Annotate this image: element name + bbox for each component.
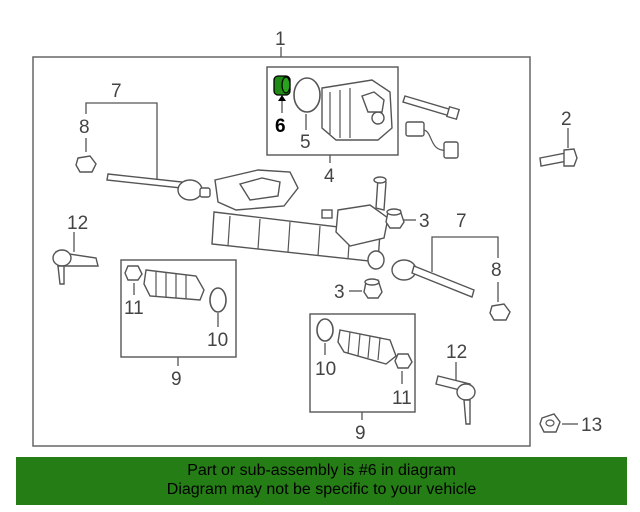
callout-6-arrow: [278, 95, 286, 101]
motor-housing: [321, 79, 393, 141]
callout-10-left: 10: [207, 330, 228, 351]
callout-9-left: 9: [171, 369, 182, 390]
part-3-lower-grommet: [363, 278, 383, 299]
motor-bolt: [402, 95, 461, 121]
callout-8-left: 8: [79, 117, 90, 138]
callout-4: 4: [324, 166, 335, 187]
part-12-left-tie-rod-end: [52, 249, 99, 285]
harness-connector: [405, 121, 459, 159]
part-8-right-nut: [489, 303, 511, 321]
callout-1: 1: [275, 29, 286, 50]
info-banner: Part or sub-assembly is #6 in diagram Di…: [16, 457, 627, 505]
callout-11-left: 11: [124, 298, 144, 319]
part-11-right-clamp: [394, 353, 413, 369]
callout-5: 5: [300, 132, 311, 153]
part-13-nut: [539, 413, 561, 433]
part-11-left-clamp: [124, 265, 143, 281]
callout-8-right: 8: [491, 260, 502, 281]
callout-10-right: 10: [315, 359, 336, 380]
part-7-left-inner-tie-rod: [106, 173, 211, 201]
part-boot-right: [337, 329, 397, 365]
callout-7-right: 7: [456, 211, 467, 232]
part-5-oring: [293, 77, 321, 113]
info-line-part: Part or sub-assembly is #6 in diagram: [187, 462, 456, 479]
part-12-right-tie-rod-end: [435, 375, 476, 425]
parts-diagram: 1 4 6 5 2 7 8: [32, 29, 602, 447]
part-3-upper-grommet: [385, 208, 405, 229]
rack-housing: [211, 169, 389, 270]
callout-13: 13: [581, 415, 602, 436]
callout-7-right-bracket: [431, 236, 499, 272]
part-10-left-clamp-ring: [209, 287, 227, 313]
callout-2: 2: [561, 109, 572, 130]
part-2-bolt: [539, 148, 578, 167]
callout-7-left: 7: [111, 81, 122, 102]
callout-3-lower: 3: [334, 282, 345, 303]
callout-11-right: 11: [392, 388, 412, 409]
callout-12-right: 12: [446, 342, 467, 363]
callout-3-upper: 3: [419, 211, 430, 232]
part-6-bushing[interactable]: [273, 75, 291, 96]
info-line-disclaimer: Diagram may not be specific to your vehi…: [166, 481, 477, 498]
callout-6: 6: [275, 116, 286, 137]
callout-12-left: 12: [67, 213, 88, 234]
part-7-right-inner-tie-rod: [391, 259, 475, 298]
callout-9-right: 9: [355, 423, 366, 444]
part-8-left-nut: [75, 155, 97, 173]
part-10-right-clamp-ring: [316, 318, 334, 342]
part-boot-left: [143, 269, 205, 301]
callout-7-left-bracket: [85, 102, 158, 180]
